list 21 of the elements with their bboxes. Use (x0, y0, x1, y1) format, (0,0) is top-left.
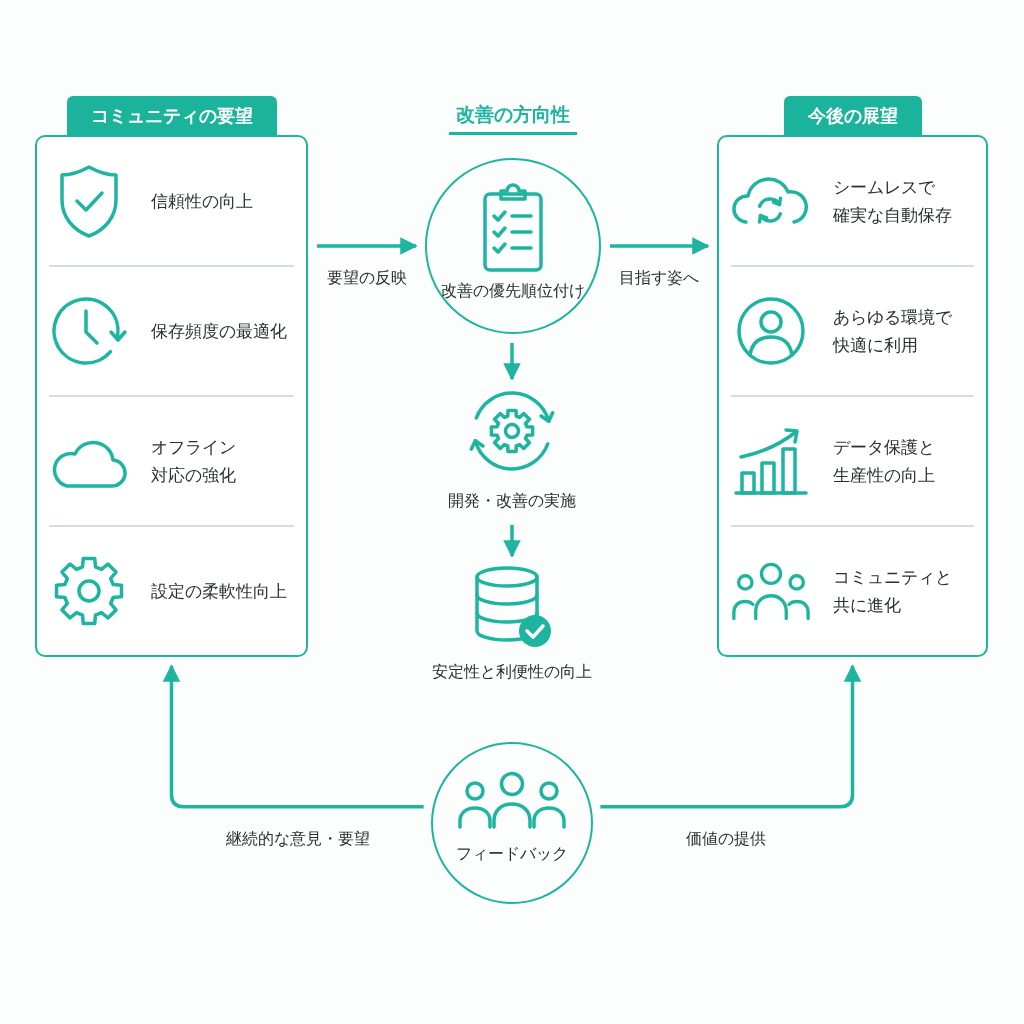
item-label: 保存頻度の最適化 (151, 320, 287, 344)
arrow (503, 343, 521, 381)
item-label: 設定の柔軟性向上 (151, 579, 287, 603)
arrow (503, 525, 521, 558)
arrow (600, 664, 862, 809)
item-label: シームレスで確実な自動保存 (833, 176, 952, 228)
item-label: あらゆる環境で快適に利用 (833, 306, 952, 358)
node-label: 改善の優先順位付け (441, 281, 585, 302)
step-label: 安定性と利便性の向上 (432, 661, 592, 683)
section-heading: 改善の方向性 (449, 101, 577, 135)
arrow (610, 237, 710, 255)
panel-tab: 今後の展望 (783, 96, 922, 135)
item-label: オフライン対応の強化 (151, 435, 236, 487)
item-label: コミュニティと共に進化 (833, 565, 952, 617)
panel-tab: コミュニティの要望 (66, 96, 277, 135)
arrow (317, 237, 418, 255)
item-label: 信頼性の向上 (151, 190, 253, 214)
step-label: 開発・改善の実施 (448, 490, 576, 512)
item-label: データ保護と生産性の向上 (833, 435, 935, 487)
arrow (162, 664, 424, 809)
node-label: フィードバック (456, 844, 568, 865)
